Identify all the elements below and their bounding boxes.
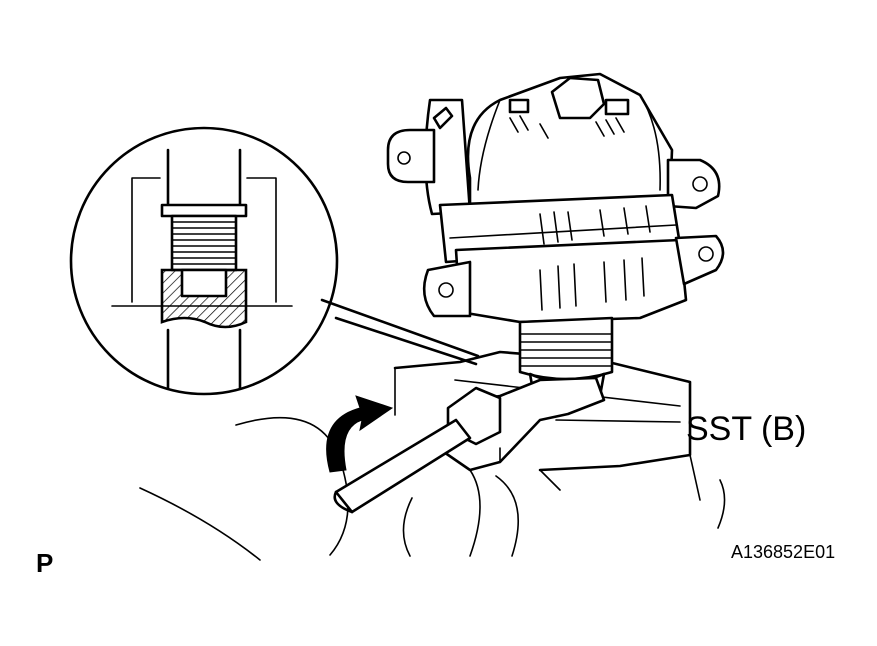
alternator	[386, 72, 725, 405]
sst-wrench	[333, 376, 681, 514]
curved-arrow-icon	[326, 395, 394, 473]
callout-wedge	[320, 298, 480, 366]
figure-id-label: A136852E01	[731, 542, 835, 562]
sst-label: SST (B)	[686, 410, 806, 448]
view-code-label: P	[36, 548, 53, 578]
leader-line	[555, 419, 681, 423]
detail-view	[69, 126, 339, 396]
